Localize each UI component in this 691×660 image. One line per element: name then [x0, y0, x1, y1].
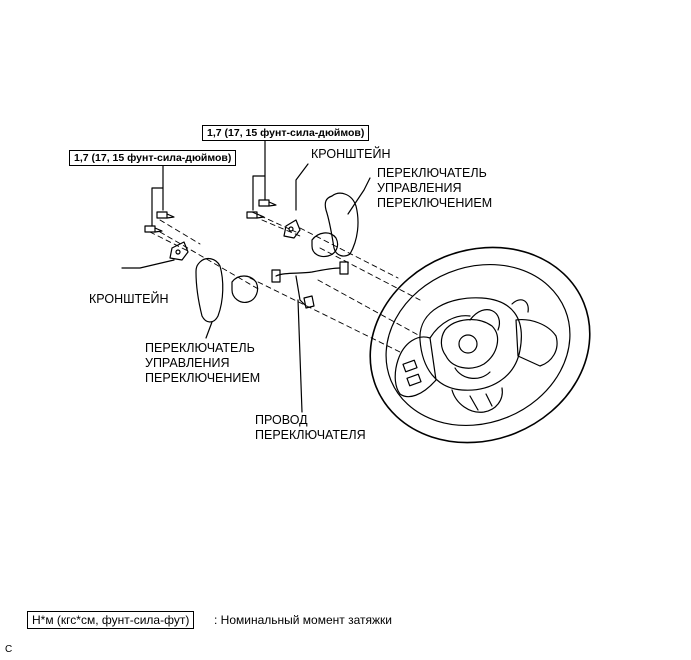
legend-unit-box: Н*м (кгс*см, фунт-сила-фут) [27, 611, 195, 629]
paddle-switch-right [324, 192, 359, 257]
label-switch-left: ПЕРЕКЛЮЧАТЕЛЬ УПРАВЛЕНИЯ ПЕРЕКЛЮЧЕНИЕМ [145, 341, 261, 385]
bracket-right-part [283, 219, 301, 239]
torque-leader-left [151, 165, 164, 227]
steering-wheel-spoke-bottom [451, 387, 503, 413]
label-bracket-right: КРОНШТЕЙН [311, 147, 391, 161]
bolt-left-upper [156, 211, 175, 219]
label-bracket-left: КРОНШТЕЙН [89, 292, 169, 306]
switch-wire [275, 267, 341, 277]
bolt-right-upper [258, 199, 277, 207]
torque-spec-right: 1,7 (17, 15 фунт-сила-дюймов) [202, 125, 370, 141]
bolt-left-lower [144, 225, 163, 233]
steering-wheel-spoke-left [394, 336, 437, 398]
bracket-left-part [169, 241, 189, 261]
legend-description: : Номинальный момент затяжки [214, 613, 392, 627]
bolt-right-lower [246, 211, 265, 219]
corner-code: C [5, 644, 13, 655]
paddle-switch-left [195, 257, 224, 323]
steering-wheel-rim-outer [369, 246, 591, 444]
alignment-line-7 [149, 231, 191, 253]
torque-leader-right [252, 135, 266, 211]
steering-wheel-rim-inner [385, 263, 571, 427]
label-switch-right: ПЕРЕКЛЮЧАТЕЛЬ УПРАВЛЕНИЯ ПЕРЕКЛЮЧЕНИЕМ [377, 166, 493, 210]
alignment-line-9 [317, 279, 421, 337]
steering-wheel-spoke-right [515, 319, 558, 367]
alignment-line-2 [319, 247, 421, 301]
alignment-line-8 [159, 219, 201, 245]
alignment-line-3 [159, 231, 261, 291]
alignment-line-4 [249, 277, 401, 353]
label-switch-wire: ПРОВОД ПЕРЕКЛЮЧАТЕЛЯ [255, 413, 366, 442]
torque-spec-left: 1,7 (17, 15 фунт-сила-дюймов) [69, 150, 237, 166]
steering-wheel-hub [419, 297, 522, 391]
alignment-line-5 [261, 219, 301, 237]
